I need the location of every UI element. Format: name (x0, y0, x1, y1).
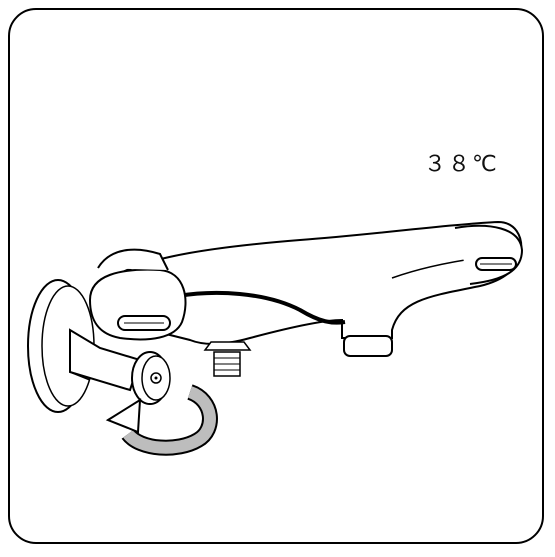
mixer-body (93, 220, 524, 377)
temperature-label: ３８℃ (424, 152, 499, 177)
temperature-handle (88, 248, 187, 341)
stop-valve-knob (131, 351, 171, 405)
rotation-arrow (105, 384, 218, 456)
